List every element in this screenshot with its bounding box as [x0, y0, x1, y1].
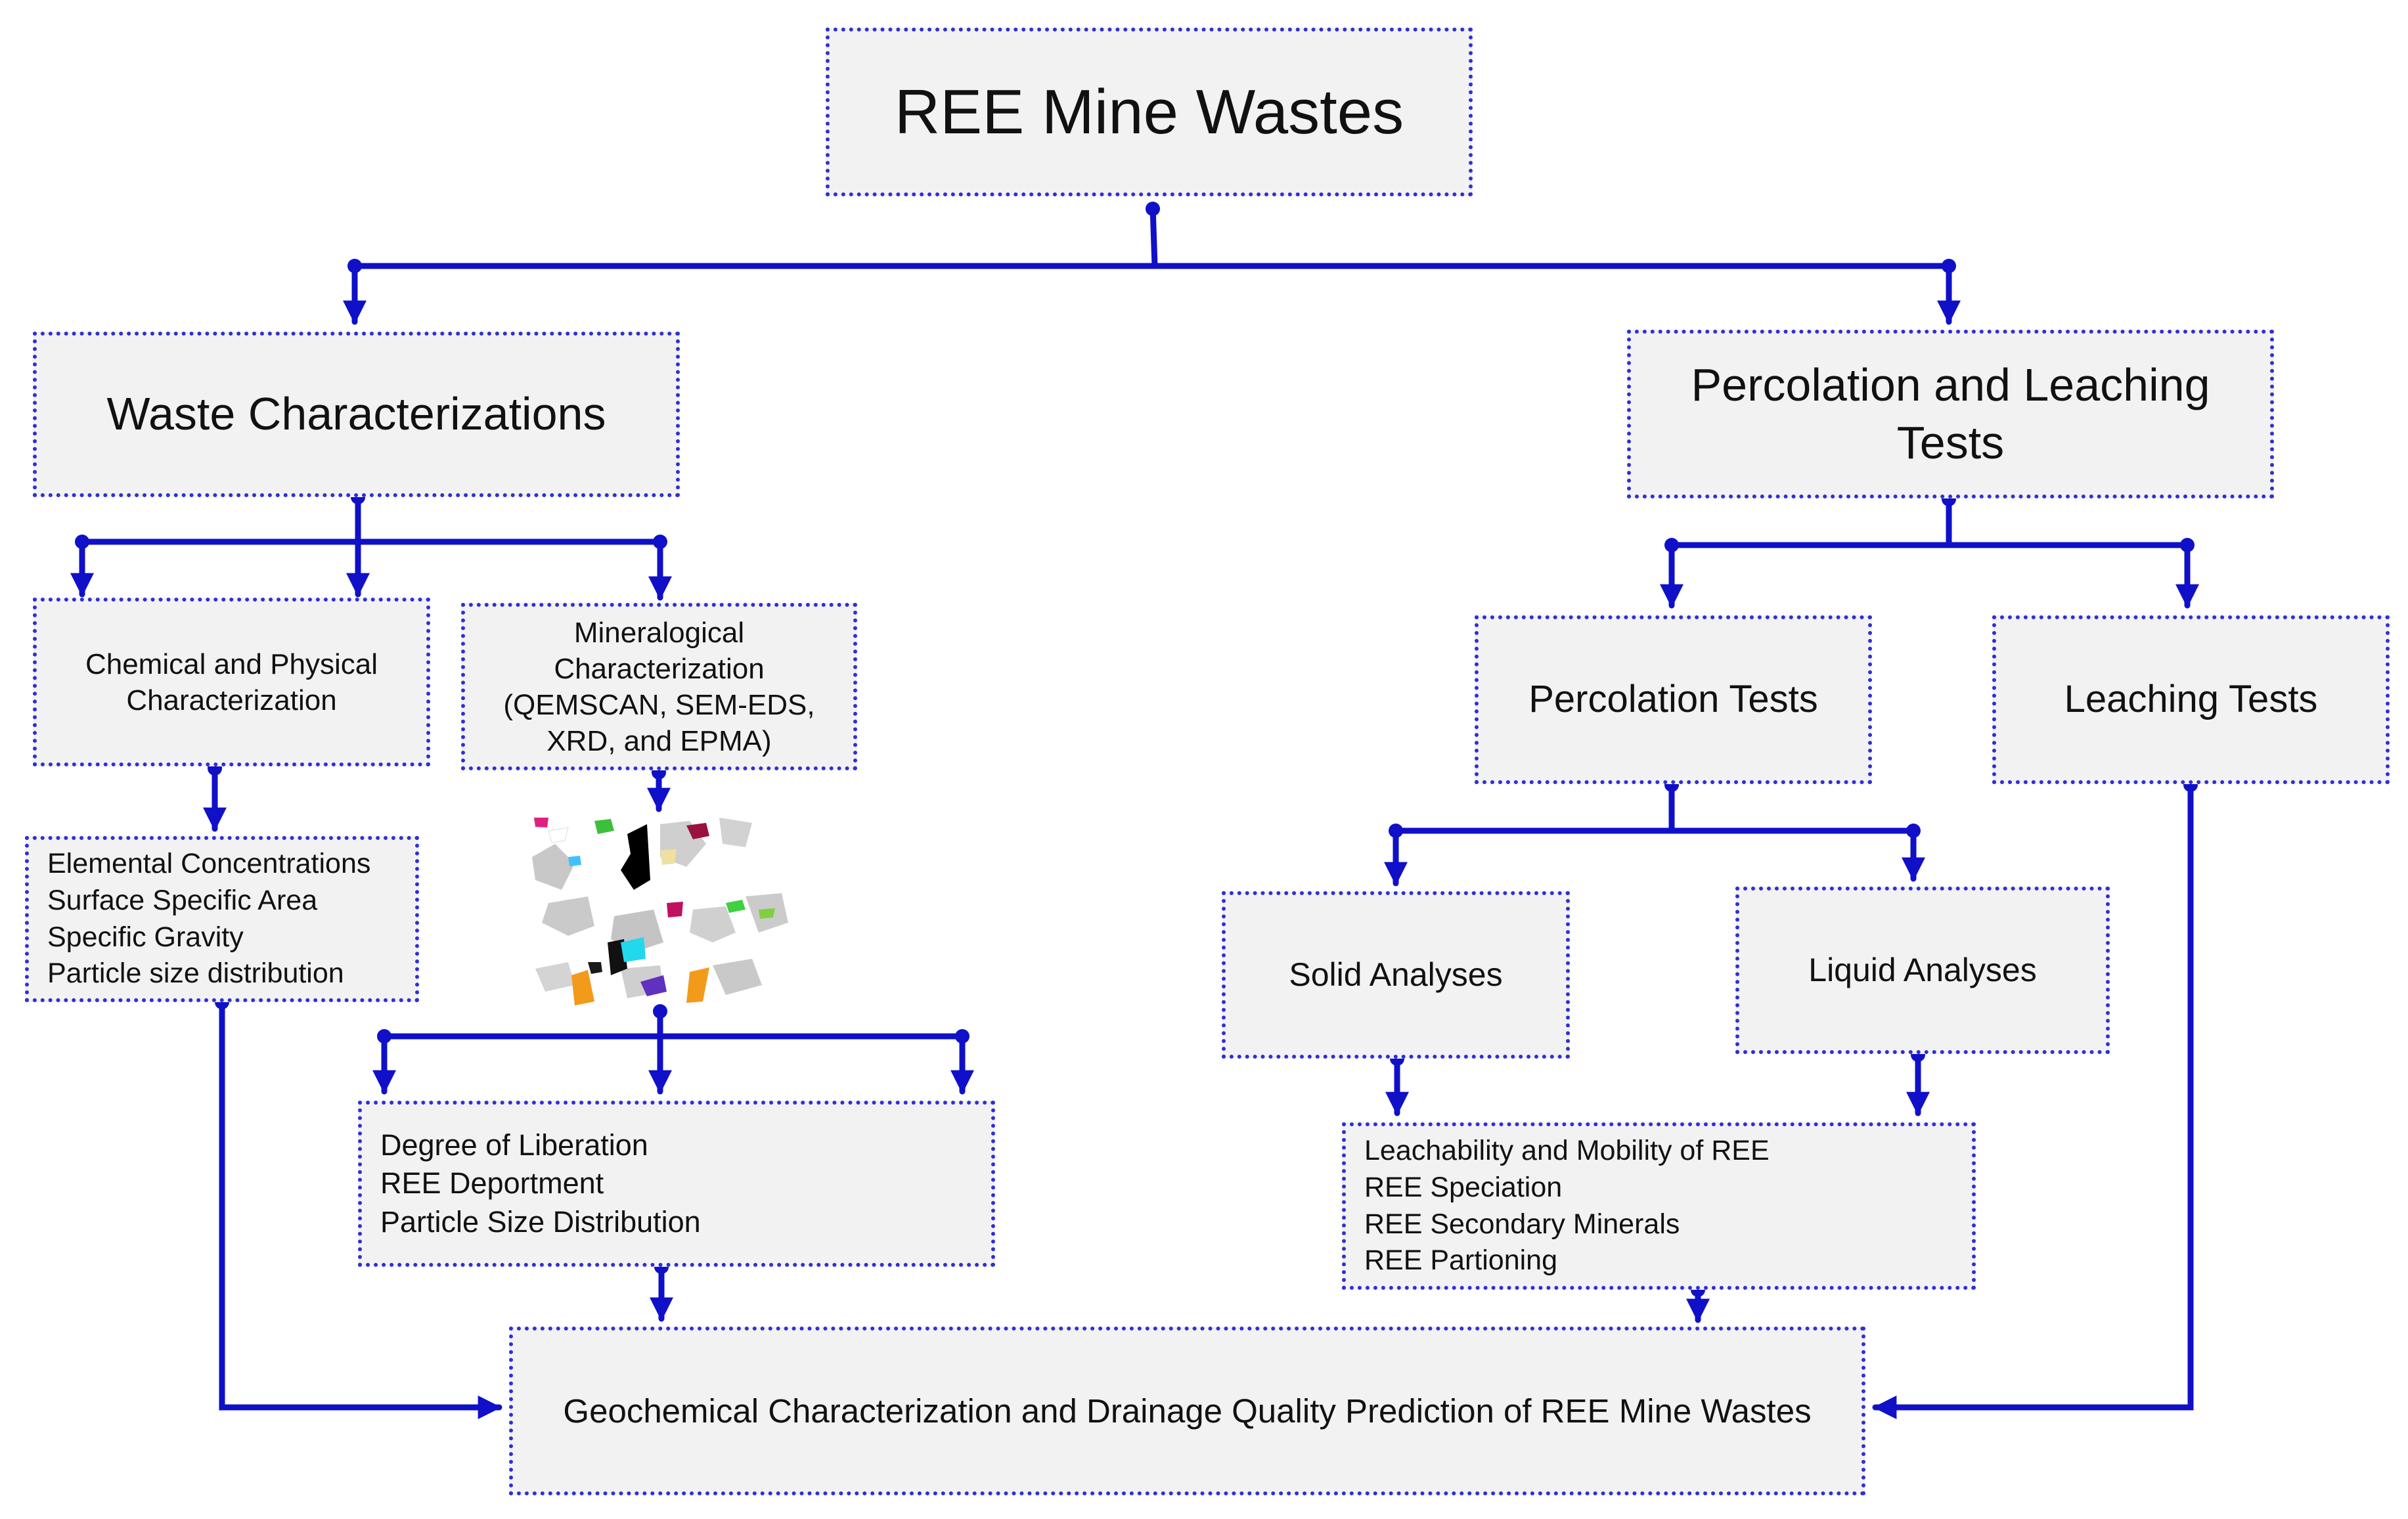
final-outcome-box: Geochemical Characterization and Drainag…	[509, 1327, 1865, 1495]
liquid-analyses-box: Liquid Analyses	[1735, 887, 2110, 1054]
solid-analyses-box: Solid Analyses	[1222, 891, 1570, 1059]
analyses-output-item: REE Partioning	[1364, 1244, 1557, 1277]
solid-analyses-label: Solid Analyses	[1289, 956, 1503, 994]
mineralogical-outputs-box: Degree of Liberation REE Deportment Part…	[358, 1101, 995, 1267]
analyses-output-item: Leachability and Mobility of REE	[1364, 1134, 1770, 1166]
leaching-tests-box: Leaching Tests	[1992, 615, 2390, 784]
percolation-leaching-tests-label: Percolation and Leaching Tests	[1691, 359, 2210, 468]
chemical-output-item: Surface Specific Area	[47, 884, 318, 916]
analyses-output-item: REE Speciation	[1364, 1171, 1563, 1203]
root-node-box: REE Mine Wastes	[826, 28, 1473, 196]
chemical-output-item: Specific Gravity	[47, 921, 244, 953]
waste-characterizations-label: Waste Characterizations	[106, 388, 606, 440]
mineralogical-box: Mineralogical Characterization (QEMSCAN,…	[461, 603, 857, 770]
chemical-output-item: Elemental Concentrations	[47, 847, 371, 879]
mineralogical-output-item: Degree of Liberation	[380, 1128, 648, 1162]
analyses-output-item: REE Secondary Minerals	[1364, 1208, 1680, 1240]
final-outcome-label: Geochemical Characterization and Drainag…	[563, 1392, 1812, 1430]
percolation-tests-label: Percolation Tests	[1528, 678, 1818, 721]
chemical-output-item: Particle size distribution	[47, 958, 344, 990]
liquid-analyses-label: Liquid Analyses	[1808, 952, 2037, 989]
percolation-leaching-tests-box: Percolation and Leaching Tests	[1627, 330, 2274, 498]
mineralogical-output-item: REE Deportment	[380, 1166, 604, 1200]
leaching-tests-label: Leaching Tests	[2064, 678, 2318, 721]
mineralogical-label: Mineralogical Characterization (QEMSCAN,…	[503, 616, 815, 757]
chemical-outputs-box: Elemental Concentrations Surface Specifi…	[25, 836, 419, 1002]
analyses-outputs-box: Leachability and Mobility of REE REE Spe…	[1342, 1122, 1976, 1290]
chemical-physical-label: Chemical and Physical Characterization	[85, 648, 378, 716]
waste-characterizations-box: Waste Characterizations	[33, 332, 680, 497]
mineralogical-output-item: Particle Size Distribution	[380, 1204, 701, 1239]
chemical-physical-box: Chemical and Physical Characterization	[33, 598, 430, 766]
percolation-tests-box: Percolation Tests	[1475, 615, 1872, 784]
root-node-label: REE Mine Wastes	[894, 76, 1404, 147]
mineral-particle-map-image	[532, 818, 788, 1005]
